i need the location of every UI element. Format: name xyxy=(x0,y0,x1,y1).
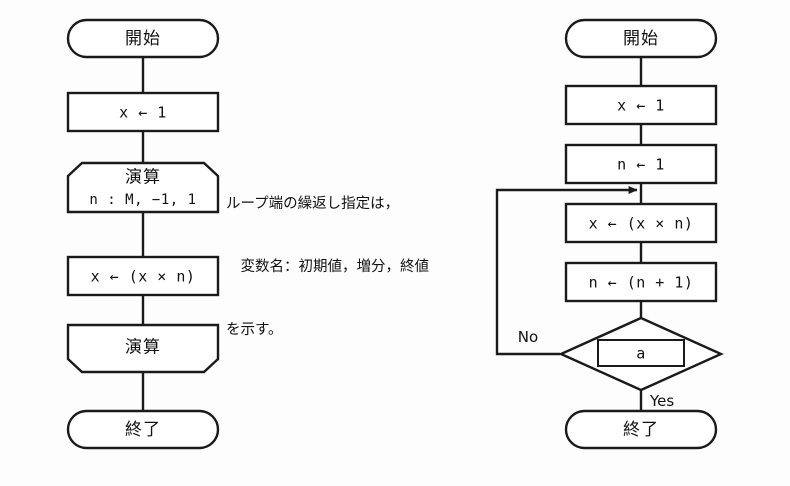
loop-specification-note: ループ端の繰返し指定は， 変数名：初期値，増分，終値 を示す。 xyxy=(226,152,429,383)
right-initn-label: n ← 1 xyxy=(617,156,665,174)
left-multiply-process xyxy=(66,255,220,297)
note-line-1: ループ端の繰返し指定は， xyxy=(226,196,400,213)
left-multiply-label: x ← (x × n) xyxy=(91,268,196,286)
left-loop-start-spec: n : M, −1, 1 xyxy=(89,192,196,208)
left-start-label: 開始 xyxy=(125,29,161,48)
left-end-label: 終了 xyxy=(125,420,161,439)
left-end-terminator xyxy=(66,409,220,450)
right-initx-process xyxy=(564,84,718,126)
left-loop-end-shape xyxy=(66,323,220,374)
right-end-label: 終了 xyxy=(623,420,659,439)
left-loop-end-label: 演算 xyxy=(125,337,161,356)
right-decision-inner-box xyxy=(597,339,685,367)
right-initx-label: x ← 1 xyxy=(617,97,665,115)
left-start-terminator xyxy=(66,18,220,59)
right-start-terminator xyxy=(564,18,718,59)
note-line-3: を示す。 xyxy=(226,322,283,339)
left-loop-start-label: 演算 xyxy=(125,167,161,186)
right-no-branch-label: No xyxy=(518,328,538,346)
right-multiply-label: x ← (x × n) xyxy=(589,215,694,233)
right-increment-process xyxy=(564,261,718,303)
left-loop-start-shape xyxy=(66,161,220,214)
left-initx-label: x ← 1 xyxy=(119,104,167,122)
right-yes-branch-label: Yes xyxy=(649,392,674,410)
right-decision-label: a xyxy=(636,345,646,363)
right-increment-label: n ← (n + 1) xyxy=(589,274,694,292)
right-multiply-process xyxy=(564,202,718,244)
left-initx-process xyxy=(66,91,220,133)
right-start-label: 開始 xyxy=(623,29,659,48)
right-no-loopback-path xyxy=(495,186,638,356)
right-initn-process xyxy=(564,143,718,185)
right-flowchart-group: 開始 x ← 1 n ← 1 x ← (x × n) n ← (n + 1) a… xyxy=(495,18,724,450)
left-flowchart-group: 開始 x ← 1 演算 n : M, −1, 1 x ← (x × n) 演算 … xyxy=(66,18,220,450)
right-end-terminator xyxy=(564,409,718,450)
note-line-2: 変数名：初期値，増分，終値 xyxy=(226,259,429,276)
